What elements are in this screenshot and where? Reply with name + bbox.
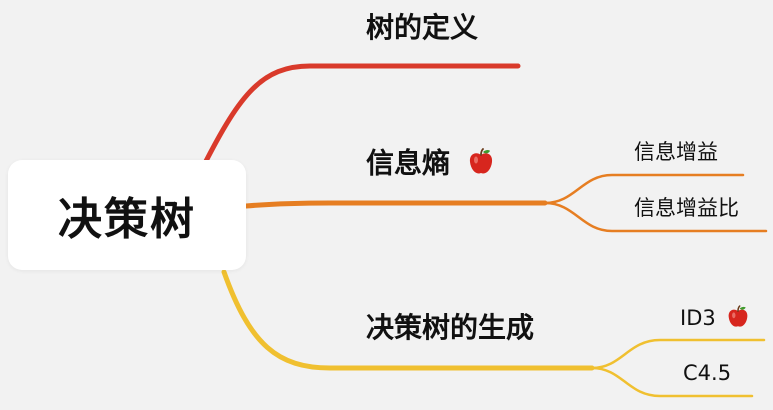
leaf-id3[interactable]: ID3 xyxy=(680,305,749,333)
leaf-c45-label: C4.5 xyxy=(683,361,732,385)
connector-root-to-tree-definition xyxy=(202,63,521,166)
branch-information-entropy[interactable]: 信息熵 xyxy=(366,148,494,181)
apple-icon xyxy=(468,148,494,181)
branch-information-entropy-label: 信息熵 xyxy=(366,146,451,180)
leaf-c45[interactable]: C4.5 xyxy=(683,363,731,384)
root-node-label: 决策树 xyxy=(58,194,196,245)
connector-entropy-to-info-gain xyxy=(543,173,745,205)
branch-tree-definition[interactable]: 树的定义 xyxy=(366,14,478,42)
branch-tree-definition-label: 树的定义 xyxy=(366,11,479,44)
leaf-id3-label: ID3 xyxy=(680,306,716,330)
apple-icon xyxy=(727,305,749,333)
leaf-information-gain-ratio-label: 信息增益比 xyxy=(634,196,739,220)
connector-generation-to-c45 xyxy=(590,366,754,398)
leaf-information-gain[interactable]: 信息增益 xyxy=(634,142,718,163)
root-node[interactable]: 决策树 xyxy=(8,160,246,270)
branch-tree-generation[interactable]: 决策树的生成 xyxy=(366,314,534,342)
connector-entropy-to-info-gain-ratio xyxy=(543,201,768,233)
connector-generation-to-id3 xyxy=(590,338,766,370)
leaf-information-gain-ratio[interactable]: 信息增益比 xyxy=(634,198,739,219)
branch-tree-generation-label: 决策树的生成 xyxy=(366,311,535,344)
connector-root-to-generation xyxy=(221,269,595,371)
connector-root-to-entropy xyxy=(243,200,548,209)
leaf-information-gain-label: 信息增益 xyxy=(634,140,718,164)
